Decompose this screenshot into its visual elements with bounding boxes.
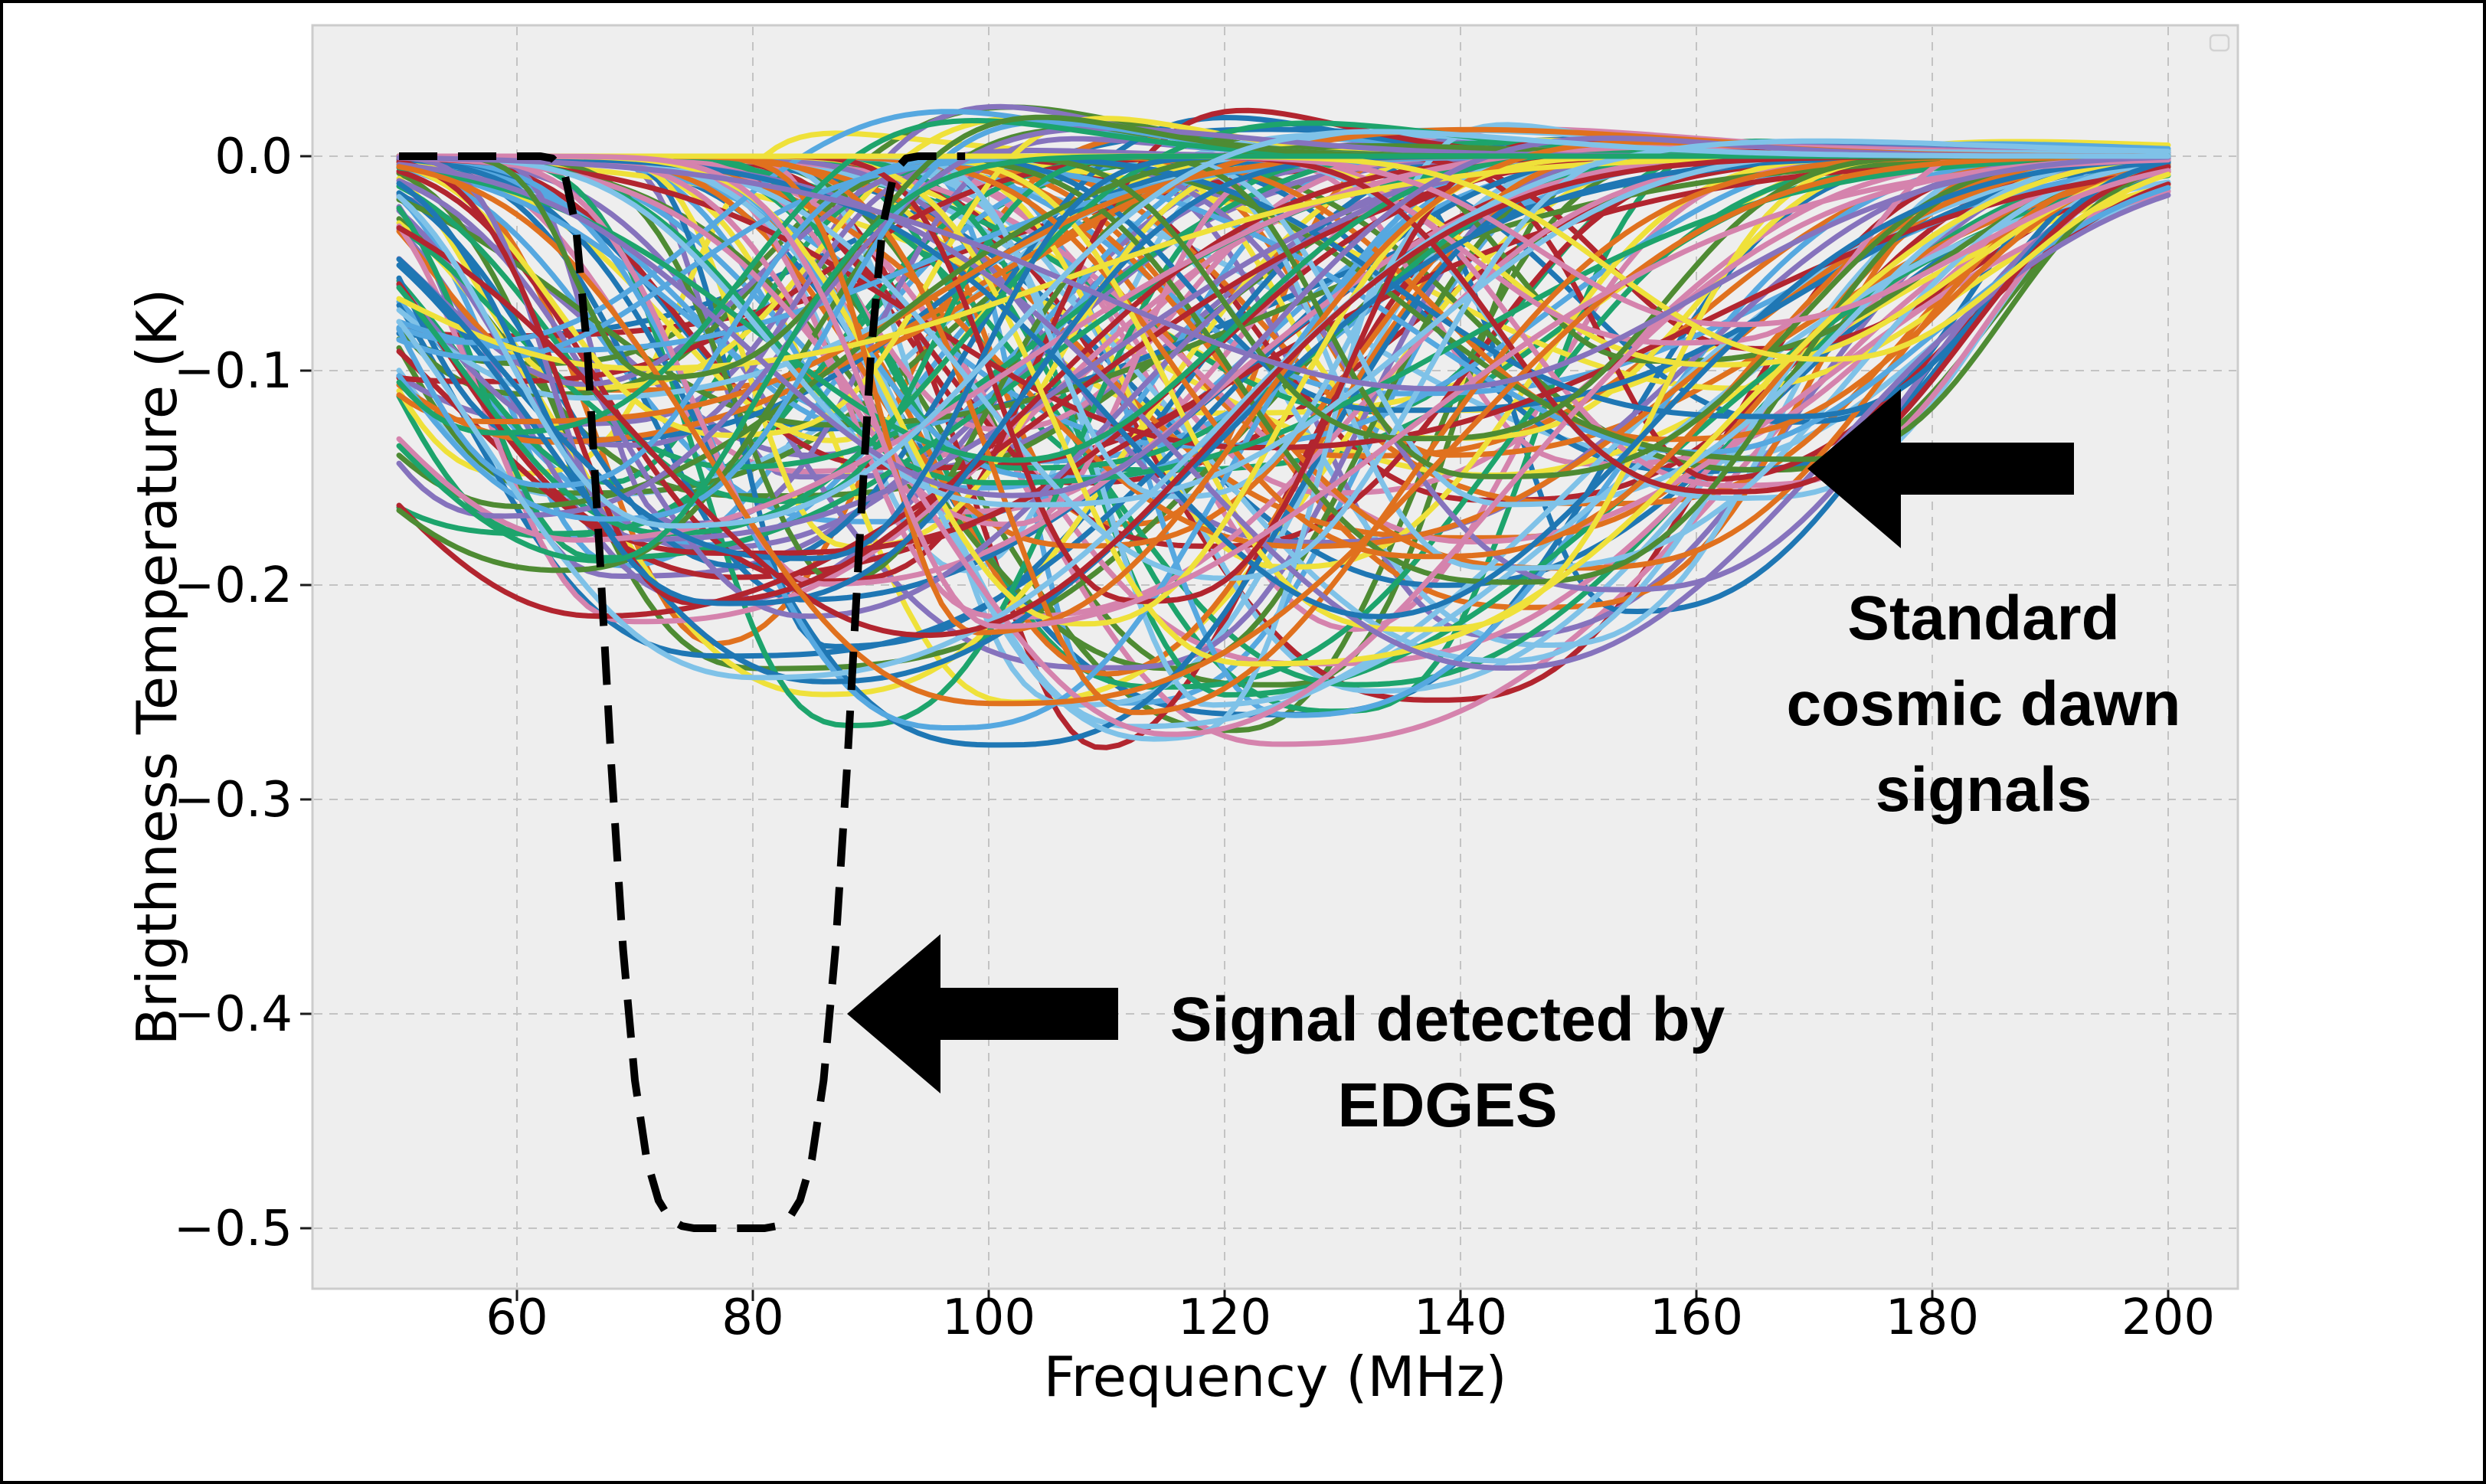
axes-spine bbox=[311, 24, 2239, 1290]
left-arrow-edges-signal-icon bbox=[847, 934, 1118, 1093]
y-tick-label: −0.3 bbox=[174, 772, 293, 829]
signal-curve bbox=[396, 155, 2171, 580]
edges-signal-dashed-curve bbox=[399, 152, 966, 1232]
x-tick-label: 200 bbox=[2121, 1290, 2215, 1346]
signal-curve bbox=[396, 154, 2171, 392]
x-tick-label: 80 bbox=[721, 1290, 783, 1346]
x-tick-labels: 60 80 100 120 140 160 180 200 bbox=[486, 1290, 2215, 1346]
annotation-signal-detected-by-edges: Signal detected by EDGES bbox=[1095, 977, 1800, 1149]
y-tick-label: −0.5 bbox=[174, 1201, 293, 1257]
signal-curve bbox=[396, 153, 2171, 707]
x-axis-label: Frequency (MHz) bbox=[1043, 1345, 1507, 1409]
y-tick-label: −0.2 bbox=[174, 557, 293, 614]
x-tick-label: 60 bbox=[486, 1290, 548, 1346]
y-tick-label: −0.4 bbox=[174, 986, 293, 1043]
x-tick-label: 180 bbox=[1886, 1290, 1979, 1346]
annotation-line: EDGES bbox=[1337, 1071, 1558, 1140]
x-tick-label: 140 bbox=[1414, 1290, 1507, 1346]
left-arrow-standard-signals-icon bbox=[1807, 389, 2074, 548]
annotation-line: Standard bbox=[1847, 583, 2120, 653]
signal-curve bbox=[396, 153, 2171, 485]
annotation-line: cosmic dawn bbox=[1786, 669, 2181, 739]
y-tick-label: −0.1 bbox=[174, 343, 293, 400]
y-axis-label: Brigthness Temperature (K) bbox=[125, 288, 189, 1046]
axis-ticks bbox=[300, 155, 2170, 1301]
annotation-standard-cosmic-dawn: Standard cosmic dawn signals bbox=[1677, 576, 2290, 833]
annotation-line: Signal detected by bbox=[1169, 985, 1725, 1054]
y-tick-labels: 0.0 −0.1 −0.2 −0.3 −0.4 −0.5 bbox=[174, 129, 293, 1257]
annotation-line: signals bbox=[1875, 755, 2092, 825]
x-tick-label: 120 bbox=[1178, 1290, 1271, 1346]
signal-curve bbox=[396, 155, 2171, 737]
x-tick-label: 160 bbox=[1650, 1290, 1743, 1346]
cosmic-dawn-signal-curves bbox=[396, 103, 2171, 750]
empty-legend-box bbox=[2209, 34, 2230, 52]
y-tick-label: 0.0 bbox=[214, 129, 293, 185]
signal-curve bbox=[396, 153, 2171, 629]
signal-curve bbox=[396, 129, 2171, 529]
x-tick-label: 100 bbox=[942, 1290, 1035, 1346]
